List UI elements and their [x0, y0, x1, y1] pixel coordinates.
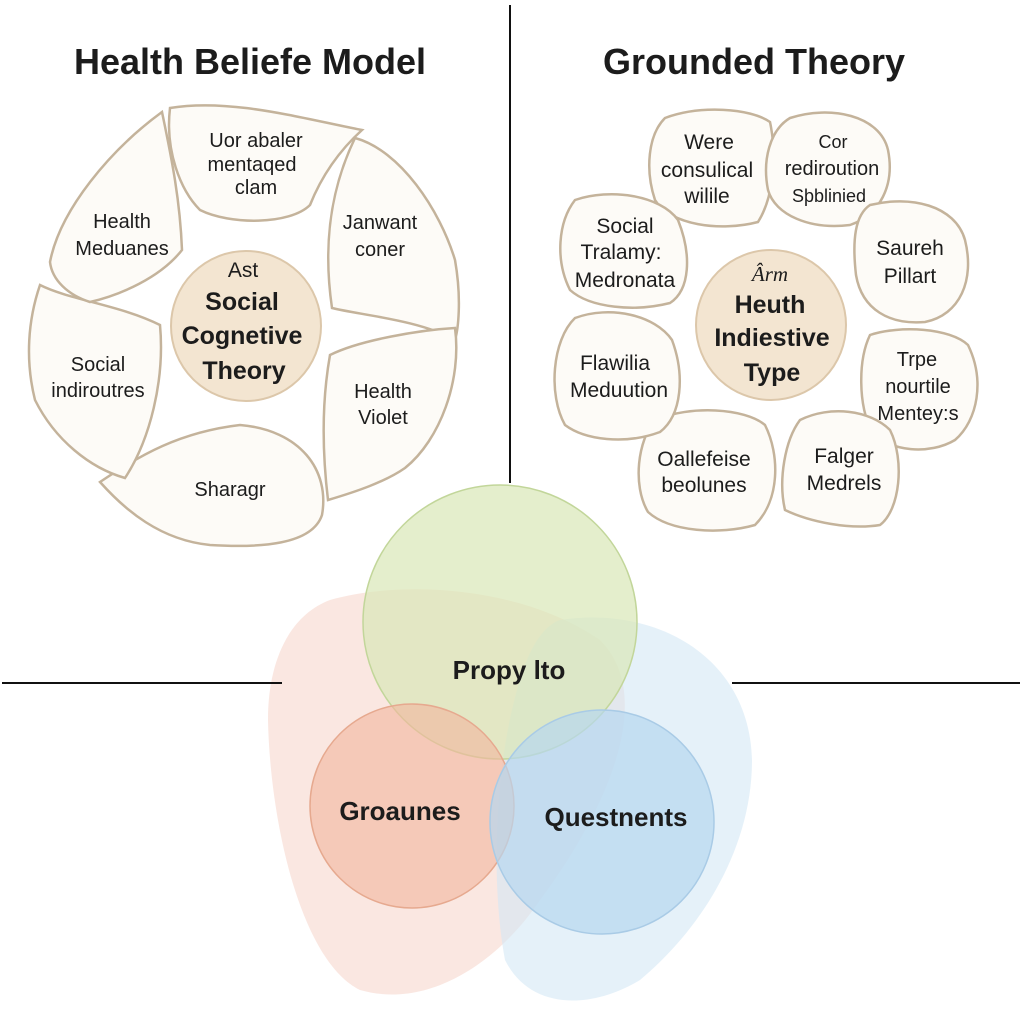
left-petal-1-line-2: mentaqed — [208, 154, 297, 176]
left-petal-4-line-1: Sharagr — [194, 479, 265, 501]
right-petal-4: Trpe nourtile Mentey:s — [860, 328, 979, 451]
right-petal-8-line-1: Social — [596, 215, 653, 238]
left-hub-line-3: Cognetive — [182, 322, 303, 350]
right-petal-7-line-1: Flawilia — [580, 352, 650, 375]
right-hub-line-3: Indiestive — [714, 324, 829, 352]
venn-label-left: Groaunes — [339, 796, 460, 826]
right-petal-1-line-3: wilile — [683, 185, 730, 208]
left-petal-6: Health Meduanes — [48, 109, 184, 304]
right-petal-1: Were consulical wilile — [648, 108, 775, 228]
left-petal-5: Social indiroutres — [27, 283, 163, 480]
left-diagram-title: Health Beliefe Model — [74, 41, 426, 82]
left-petal-3-line-1: Health — [354, 381, 412, 403]
left-petal-2-line-2: coner — [355, 239, 405, 261]
left-hub-line-1: Ast — [228, 259, 259, 282]
right-petal-2-line-3: Sþblinied — [792, 186, 866, 206]
left-petal-2: Janwant coner — [326, 136, 461, 342]
right-hub: Ârm Heuth Indiestive Type — [695, 249, 847, 401]
right-hub-line-1: Ârm — [750, 262, 788, 286]
right-petal-1-line-1: Were — [684, 131, 734, 154]
right-petal-5: Falger Medrels — [781, 410, 900, 528]
right-petal-7: Flawilia Meduution — [553, 311, 681, 441]
right-petal-5-line-1: Falger — [814, 445, 874, 468]
right-petal-1-line-2: consulical — [661, 159, 753, 182]
right-petal-3-line-2: Pillart — [884, 265, 937, 288]
right-petal-2: Cor rediroution Sþblinied — [764, 111, 891, 228]
left-petal-3-line-2: Violet — [358, 407, 408, 429]
venn-diagram: Propy lto Groaunes Questnents — [268, 484, 752, 1001]
right-petal-5-line-2: Medrels — [807, 472, 882, 495]
right-diagram-title: Grounded Theory — [603, 41, 905, 82]
right-cycle-diagram: Were consulical wilile Cor rediroution S… — [553, 108, 979, 532]
left-cycle-diagram: Uor abaler mentaqed clam Janwant coner H… — [27, 104, 461, 548]
left-petal-1: Uor abaler mentaqed clam — [167, 104, 365, 222]
right-petal-8-line-3: Medronata — [575, 269, 676, 292]
left-petal-5-line-2: indiroutres — [51, 380, 144, 402]
right-petal-4-line-2: nourtile — [885, 376, 951, 398]
right-petal-7-line-2: Meduution — [570, 379, 668, 402]
left-petal-2-line-1: Janwant — [343, 212, 418, 234]
left-petal-1-line-1: Uor abaler — [209, 130, 303, 152]
left-hub-line-4: Theory — [202, 357, 285, 385]
left-petal-6-line-2: Meduanes — [75, 238, 168, 260]
left-petal-3: Health Violet — [322, 326, 458, 502]
right-petal-4-line-3: Mentey:s — [877, 403, 958, 425]
left-petal-1-line-3: clam — [235, 177, 277, 199]
left-hub: Ast Social Cognetive Theory — [170, 250, 322, 402]
venn-label-top: Propy lto — [453, 655, 566, 685]
right-petal-2-line-2: rediroution — [785, 158, 880, 180]
right-petal-6: Oallefeise beolunes — [637, 409, 777, 532]
right-petal-4-line-1: Trpe — [897, 349, 937, 371]
left-petal-6-line-1: Health — [93, 211, 151, 233]
right-petal-6-line-1: Oallefeise — [657, 448, 750, 471]
right-petal-8: Social Tralamy: Medronata — [559, 193, 689, 309]
right-petal-3: Saureh Pillart — [853, 200, 970, 324]
right-petal-6-line-2: beolunes — [661, 474, 746, 497]
venn-label-right: Questnents — [544, 802, 687, 832]
right-hub-line-4: Type — [744, 359, 801, 387]
right-hub-line-2: Heuth — [735, 291, 806, 319]
venn-circle-blue — [489, 709, 715, 935]
right-petal-3-line-1: Saureh — [876, 237, 944, 260]
left-petal-5-line-1: Social — [71, 354, 125, 376]
right-petal-8-line-2: Tralamy: — [581, 241, 662, 264]
left-hub-line-2: Social — [205, 288, 279, 316]
left-petal-4: Sharagr — [98, 423, 325, 548]
right-petal-2-line-1: Cor — [818, 132, 847, 152]
